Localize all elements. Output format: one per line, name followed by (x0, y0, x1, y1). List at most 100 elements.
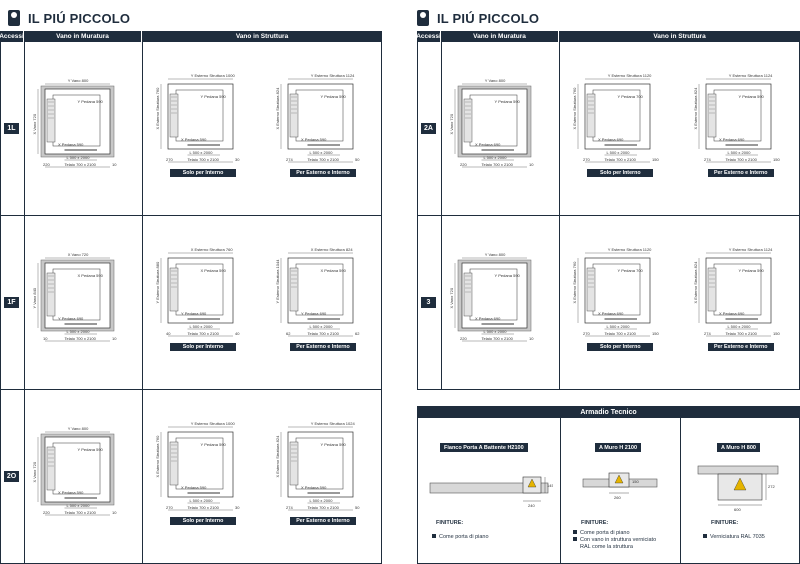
dim-bot1: 220 (460, 162, 467, 167)
armadio-col-muro-800: A Muro H 800 600 272 FINITURE: Verniciat… (681, 418, 800, 563)
dim-bot3: 10 (112, 162, 117, 167)
dim-top: X Esterno Struttura 824 (311, 248, 354, 252)
dim-bot1: 274 (286, 157, 293, 162)
dim-bot1: 274 (286, 505, 293, 510)
dim-pedx: Y Pedana 690 (301, 311, 327, 316)
dim-width: 240 (528, 503, 535, 508)
dim-bot1: 10 (43, 336, 48, 341)
dim-bot3: 50 (355, 505, 360, 510)
dim-height: 150 (632, 479, 639, 484)
dim-pedx: X Pedana 590 (301, 485, 327, 490)
dim-bot2: Telaio 700 x 2100 (482, 336, 514, 341)
dim-top: Y Vano 800 (485, 253, 506, 257)
caption-solo-interno: Solo per Interno (170, 169, 236, 177)
finiture-item: Come porta di piano (432, 534, 489, 541)
access-badge: 1L (4, 123, 19, 134)
dim-bot3: 30 (235, 505, 240, 510)
dim-bot2: Telaio 700 x 2100 (188, 157, 220, 162)
dim-height: 145 (547, 483, 553, 488)
caption-esterno-interno: Per Esterno e Interno (290, 343, 356, 351)
dim-luce: L 500 x 2000 (309, 324, 333, 329)
dim-ped: Y Pedana 590 (201, 94, 227, 99)
dim-top: Y Esterno Struttura 1120 (608, 248, 652, 252)
dim-luce: L 500 x 2000 (727, 150, 751, 155)
dim-ped: Y Pedana 700 (618, 94, 644, 99)
header-struttura: Vano in Struttura (653, 33, 706, 40)
dim-ped: Y Pedana 590 (738, 94, 764, 99)
dim-luce: L 500 x 2000 (607, 150, 631, 155)
s1-plan-drawing: Y Esterno Struttura 1120 X Esterno Strutt… (573, 74, 660, 163)
finiture-item: Come porta di piano (573, 530, 630, 537)
dim-bot2: Telaio 700 x 2100 (725, 331, 757, 336)
s2-plan-drawing: Y Esterno Struttura 1124 X Esterno Strutt… (694, 248, 780, 337)
caption-solo-interno: Solo per Interno (170, 517, 236, 525)
dim-pedx: X Pedana 690 (719, 311, 745, 316)
dim-bot2: Telaio 700 x 2100 (65, 510, 97, 515)
dim-ped: Y Pedana 700 (618, 268, 644, 273)
dim-pedx: X Pedana 590 (58, 142, 84, 147)
dim-bot1: 270 (166, 505, 173, 510)
dim-top: Y Esterno Struttura 1000 (191, 74, 236, 78)
left-title: IL PIÚ PICCOLO (8, 10, 130, 26)
dim-bot2: Telaio 700 x 2100 (188, 505, 220, 510)
dim-bot1: 40 (166, 331, 171, 336)
armadio-tecnico-panel: Armadio Tecnico Fianco Porta A Battente … (417, 406, 800, 564)
dim-luce: L 500 x 2000 (66, 329, 90, 334)
dim-ped: Y Pedana 590 (495, 99, 521, 104)
armadio-fianco-drawing: 240 145 (429, 476, 553, 508)
finiture-item: Con vano in struttura verniciato (573, 537, 656, 544)
caption-solo-interno: Solo per Interno (587, 343, 654, 351)
dim-luce: L 500 x 2000 (309, 150, 333, 155)
dim-ped: X Pedana 590 (321, 268, 347, 273)
dim-top: Y Esterno Struttura 1120 (608, 74, 652, 78)
dim-bot1: 270 (583, 331, 590, 336)
dim-ped: Y Pedana 590 (78, 447, 104, 452)
dim-side: X Esterno Struttura 824 (694, 261, 698, 304)
dim-side: X Esterno Struttura 760 (156, 435, 160, 478)
dim-pedx: X Pedana 690 (598, 137, 624, 142)
left-title-text: IL PIÚ PICCOLO (28, 11, 131, 26)
dim-side: X Vano 720 (450, 113, 454, 134)
dim-bot3: 10 (112, 336, 117, 341)
dim-top: Y Esterno Struttura 1124 (729, 248, 773, 252)
dim-bot2: Telaio 700 x 2100 (308, 331, 340, 336)
dim-bot3: 150 (652, 157, 659, 162)
dim-bot3: 62 (355, 331, 360, 336)
dim-bot3: 10 (529, 336, 534, 341)
dim-pedx: X Pedana 690 (475, 316, 501, 321)
right-table-header: Accessi Vano in Muratura Vano in Struttu… (416, 31, 800, 42)
dim-pedx: X Pedana 590 (181, 137, 207, 142)
access-badge: 2O (4, 471, 19, 482)
dim-ped: Y Pedana 590 (201, 442, 227, 447)
dim-ped: Y Pedana 590 (738, 268, 764, 273)
caption-esterno-interno: Per Esterno e Interno (290, 169, 356, 177)
dim-bot2: Telaio 700 x 2100 (725, 157, 757, 162)
caption-esterno-interno: Per Esterno e Interno (707, 343, 774, 351)
dim-pedx: X Pedana 690 (598, 311, 624, 316)
s2-plan-drawing: Y Esterno Struttura 1024X Esterno Strutt… (276, 422, 360, 511)
armadio-title: Armadio Tecnico (418, 407, 799, 418)
dim-bot2: Telaio 700 x 2100 (65, 336, 97, 341)
dim-bot2: Telaio 700 x 2100 (188, 331, 220, 336)
dim-pedx: X Pedana 590 (181, 485, 207, 490)
dim-top: Y Esterno Struttura 1000 (191, 422, 236, 426)
dim-top: X Esterno Struttura 760 (191, 248, 234, 252)
armadio-muro-800-drawing: 600 272 (697, 465, 779, 512)
person-icon (417, 10, 429, 26)
dim-side: X Esterno Struttura 760 (573, 87, 577, 130)
dim-side: X Esterno Struttura 824 (276, 435, 280, 478)
dim-bot3: 150 (773, 157, 780, 162)
armadio-caption: A Muro H 2100 (595, 443, 642, 452)
person-icon (8, 10, 20, 26)
dim-bot3: 150 (652, 331, 659, 336)
dim-luce: L 500 x 2000 (189, 324, 213, 329)
armadio-caption: A Muro H 800 (717, 443, 760, 452)
caption-esterno-interno: Per Esterno e Interno (290, 517, 356, 525)
s1-plan-drawing: Y Esterno Struttura 1120X Esterno Strutt… (573, 248, 660, 337)
